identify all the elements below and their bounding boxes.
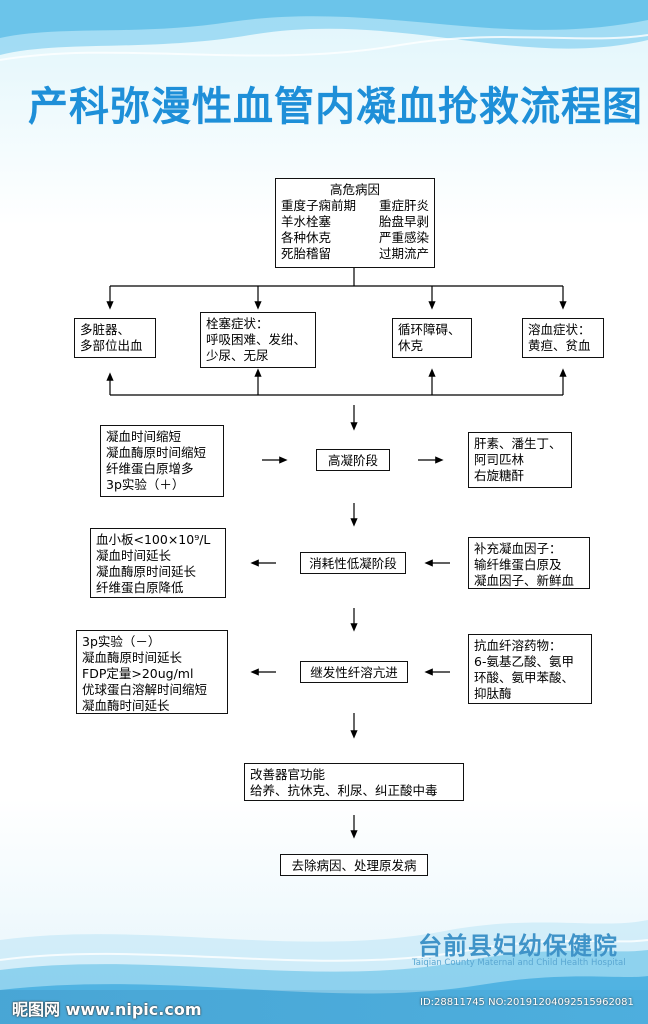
treatment-line: 补充凝血因子： bbox=[474, 541, 562, 556]
risk-item: 羊水栓塞 bbox=[281, 214, 332, 229]
symptom-line: 黄疸、贫血 bbox=[528, 338, 591, 353]
treatment-line: 肝素、潘生丁、 bbox=[474, 436, 562, 451]
treatment-line: 环酸、氨甲苯酸、 bbox=[474, 670, 575, 685]
symptom-line: 循环障碍、 bbox=[398, 322, 461, 337]
finding-line: 凝血时间延长 bbox=[96, 548, 172, 563]
finding-line: FDP定量>20ug/ml bbox=[82, 666, 194, 681]
symptom-line: 呼吸困难、发绀、 bbox=[206, 332, 307, 347]
hospital-name: 台前县妇幼保健院 bbox=[418, 932, 618, 960]
finding-line: 优球蛋白溶解时间缩短 bbox=[82, 682, 208, 697]
finding-line: 凝血酶原时间缩短 bbox=[106, 445, 207, 460]
symptom-hemolysis-box: 溶血症状： 黄疸、贫血 bbox=[522, 318, 604, 358]
stage3-findings-box: 3p实验（－） 凝血酶原时间延长 FDP定量>20ug/ml 优球蛋白溶解时间缩… bbox=[76, 630, 228, 714]
symptom-line: 多部位出血 bbox=[80, 338, 143, 353]
finding-line: 凝血酶原时间延长 bbox=[82, 650, 183, 665]
stage1-name-box: 高凝阶段 bbox=[316, 449, 390, 471]
risk-item: 过期流产 bbox=[378, 246, 429, 261]
risk-item: 严重感染 bbox=[378, 230, 429, 245]
finding-line: 3p实验（＋） bbox=[106, 477, 185, 492]
stage-name: 高凝阶段 bbox=[327, 453, 378, 468]
finding-line: 纤维蛋白原增多 bbox=[106, 461, 194, 476]
top-wave-decoration bbox=[0, 0, 648, 61]
stage2-treatment-box: 补充凝血因子： 输纤维蛋白原及 凝血因子、新鲜血 bbox=[468, 537, 590, 589]
treatment-line: 抗血纤溶药物： bbox=[474, 638, 562, 653]
hospital-name-english: Taiqian County Maternal and Child Health… bbox=[412, 958, 626, 968]
symptom-circulation-box: 循环障碍、 休克 bbox=[392, 318, 472, 358]
high-risk-heading: 高危病因 bbox=[329, 182, 380, 197]
final-treatment-box: 去除病因、处理原发病 bbox=[280, 854, 428, 876]
watermark-site: 昵图网 www.nipic.com bbox=[12, 1000, 202, 1019]
finding-line: 凝血酶原时间延长 bbox=[96, 564, 197, 579]
bottom-wave-decoration bbox=[0, 920, 648, 1024]
finding-line: 3p实验（－） bbox=[82, 634, 161, 649]
stage-name: 消耗性低凝阶段 bbox=[309, 556, 397, 571]
stage1-findings-box: 凝血时间缩短 凝血酶原时间缩短 纤维蛋白原增多 3p实验（＋） bbox=[100, 425, 224, 497]
treatment-line: 6-氨基乙酸、氨甲 bbox=[474, 654, 574, 669]
finding-line: 凝血时间缩短 bbox=[106, 429, 182, 444]
risk-row: 重度子痫前期 重症肝炎 bbox=[281, 198, 429, 214]
watermark-id: ID:28811745 NO:20191204092515962081 bbox=[420, 997, 634, 1008]
finding-line: 纤维蛋白原降低 bbox=[96, 580, 184, 595]
stage2-findings-box: 血小板<100×10⁹/L 凝血时间延长 凝血酶原时间延长 纤维蛋白原降低 bbox=[90, 528, 226, 598]
risk-item: 重度子痫前期 bbox=[281, 198, 357, 213]
stage3-treatment-box: 抗血纤溶药物： 6-氨基乙酸、氨甲 环酸、氨甲苯酸、 抑肽酶 bbox=[468, 634, 592, 704]
organ-line: 给养、抗休克、利尿、纠正酸中毒 bbox=[250, 783, 438, 798]
watermark-bar bbox=[0, 990, 648, 1024]
page-title: 产科弥漫性血管内凝血抢救流程图 bbox=[28, 84, 643, 130]
symptom-line: 少尿、无尿 bbox=[206, 348, 269, 363]
treatment-line: 抑肽酶 bbox=[474, 686, 512, 701]
risk-item: 各种休克 bbox=[281, 230, 332, 245]
treatment-line: 输纤维蛋白原及 bbox=[474, 557, 562, 572]
stage3-name-box: 继发性纤溶亢进 bbox=[300, 661, 408, 683]
symptom-bleeding-box: 多脏器、 多部位出血 bbox=[74, 318, 156, 358]
stage1-treatment-box: 肝素、潘生丁、 阿司匹林 右旋糖酐 bbox=[468, 432, 572, 488]
risk-row: 各种休克 严重感染 bbox=[281, 230, 429, 246]
high-risk-causes-box: 高危病因 重度子痫前期 重症肝炎 羊水栓塞 胎盘早剥 各种休克 严重感染 死胎稽留 过期… bbox=[275, 178, 435, 268]
risk-item: 死胎稽留 bbox=[281, 246, 332, 261]
organ-function-box: 改善器官功能 给养、抗休克、利尿、纠正酸中毒 bbox=[244, 763, 464, 801]
risk-item: 重症肝炎 bbox=[378, 198, 429, 213]
treatment-line: 阿司匹林 bbox=[474, 452, 525, 467]
symptom-line: 多脏器、 bbox=[80, 322, 131, 337]
finding-line: 血小板<100×10⁹/L bbox=[96, 532, 211, 547]
organ-line: 改善器官功能 bbox=[250, 767, 326, 782]
risk-row: 死胎稽留 过期流产 bbox=[281, 246, 429, 262]
stage2-name-box: 消耗性低凝阶段 bbox=[300, 552, 406, 574]
symptom-line: 栓塞症状： bbox=[206, 316, 269, 331]
risk-item: 胎盘早剥 bbox=[378, 214, 429, 229]
stage-name: 继发性纤溶亢进 bbox=[310, 665, 398, 680]
finding-line: 凝血酶时间延长 bbox=[82, 698, 170, 713]
symptom-line: 休克 bbox=[398, 338, 424, 353]
symptom-embolism-box: 栓塞症状： 呼吸困难、发绀、 少尿、无尿 bbox=[200, 312, 316, 368]
risk-row: 羊水栓塞 胎盘早剥 bbox=[281, 214, 429, 230]
final-line: 去除病因、处理原发病 bbox=[291, 858, 417, 873]
treatment-line: 右旋糖酐 bbox=[474, 468, 525, 483]
symptom-line: 溶血症状： bbox=[528, 322, 591, 337]
treatment-line: 凝血因子、新鲜血 bbox=[474, 573, 575, 588]
